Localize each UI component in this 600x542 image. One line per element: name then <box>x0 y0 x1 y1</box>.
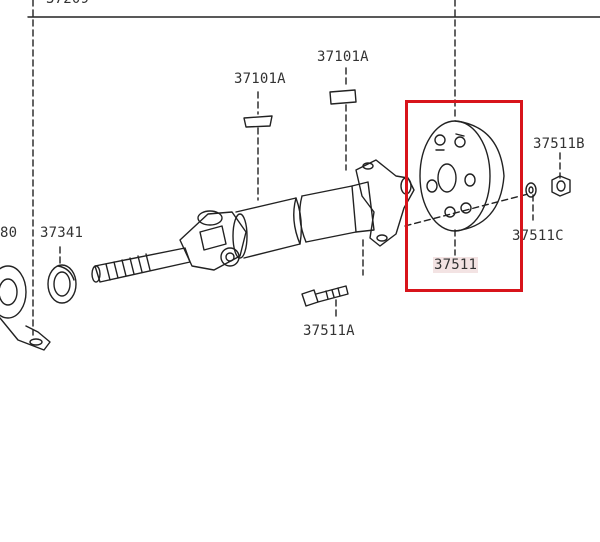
flex-coupling-drawing <box>419 120 505 232</box>
label-bolt[interactable]: 37511A <box>303 323 355 339</box>
universal-joint-drawing <box>179 210 247 271</box>
label-left-cut[interactable]: 80 <box>0 225 18 241</box>
label-spacer-a[interactable]: 37101A <box>234 71 286 87</box>
bolt-drawing <box>301 285 349 307</box>
center-bearing-drawing <box>0 265 51 351</box>
nut-drawing <box>551 175 571 197</box>
label-washer[interactable]: 37511C <box>512 228 564 244</box>
washer-drawing <box>525 182 537 198</box>
label-spacer-b[interactable]: 37101A <box>317 49 369 65</box>
shaft-tube-drawing <box>232 181 375 259</box>
label-flex-coupling[interactable]: 37511 <box>433 257 479 273</box>
splined-shaft-drawing <box>91 247 191 283</box>
spacer-right-drawing <box>329 89 357 105</box>
label-nut[interactable]: 37511B <box>533 136 585 152</box>
label-top-cut[interactable]: 37209 <box>46 0 89 7</box>
label-bearing[interactable]: 37341 <box>40 225 84 241</box>
selection-highlight-box <box>405 100 523 292</box>
spacer-left-drawing <box>243 115 273 128</box>
seal-ring-drawing <box>47 264 77 304</box>
